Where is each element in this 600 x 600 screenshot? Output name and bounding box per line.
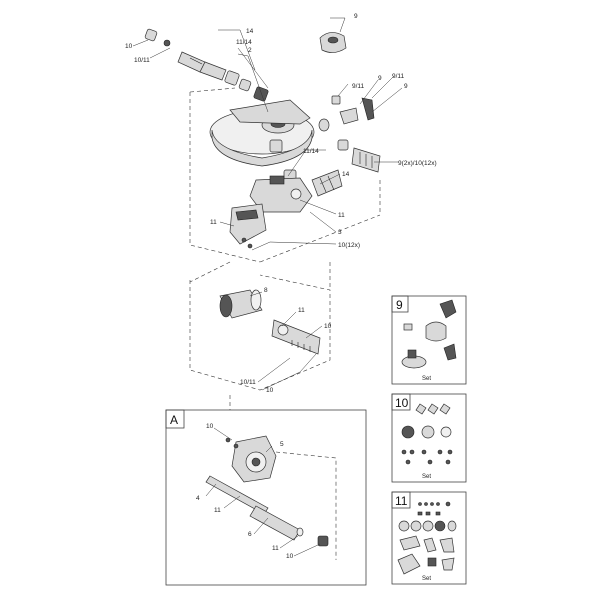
upper-label: 14 [342,171,350,178]
upper-label: 11 [210,219,217,226]
inset-a-label: 5 [280,441,284,448]
middle-assembly: 8 11 10 10/11 10 [189,274,332,394]
main-housing [209,99,315,167]
upper-label: 10/11 [134,57,150,64]
upper-label: 3 [338,229,342,236]
set-box-number: 11 [395,494,408,508]
middle-label: 8 [264,287,268,294]
middle-label: 10 [266,387,274,394]
set-box-label: Set [422,474,431,480]
inset-a: A 10 5 4 11 6 11 10 [165,409,367,586]
upper-assembly [132,17,403,263]
upper-label: 14 [246,28,254,35]
upper-label: 9 [354,13,358,20]
valve-bracket [249,175,313,213]
upper-label: 9(2x)/10(12x) [398,160,437,167]
upper-label: 9 [378,75,382,82]
inset-a-label: 11 [214,507,221,514]
top-knob [319,32,347,53]
upper-label: 11/14 [303,148,319,155]
set-box-11: 11 Set [391,491,467,585]
upper-label: 10 [125,43,133,50]
motor-shaft-assembly [271,319,321,355]
upper-label: 9/11 [352,83,365,90]
middle-label: 11 [298,307,305,314]
pump-head [225,435,277,483]
set-box-label: Set [422,576,431,582]
inset-a-label: 4 [196,495,200,502]
middle-label: 10/11 [240,379,256,386]
base-bracket [229,203,267,249]
upper-label: 11 [338,212,345,219]
upper-label-group: 9 14 10 11/14 2 10/11 9/11 9 9/11 9 11/1… [125,13,437,249]
inset-a-label: 10 [206,423,214,430]
set-box-label: Set [422,376,431,382]
inset-a-label: 11 [272,545,279,552]
upper-label: 9 [404,83,408,90]
shaft [205,475,329,547]
inset-a-title: A [170,413,178,427]
left-inlet-fittings [144,28,269,102]
upper-label: 10(12x) [338,242,360,249]
upper-label: 9/11 [392,73,405,80]
set-box-number: 9 [396,298,403,312]
set-box-10: 10 Set [391,393,467,483]
set-box-number: 10 [395,396,409,410]
right-outlet-fittings [318,95,381,173]
upper-label: 2 [248,47,252,54]
upper-label: 11/14 [236,39,252,46]
middle-label: 10 [324,323,332,330]
set-box-9: 9 Set [391,295,467,385]
inset-a-label: 6 [248,531,252,538]
inset-a-label: 10 [286,553,294,560]
